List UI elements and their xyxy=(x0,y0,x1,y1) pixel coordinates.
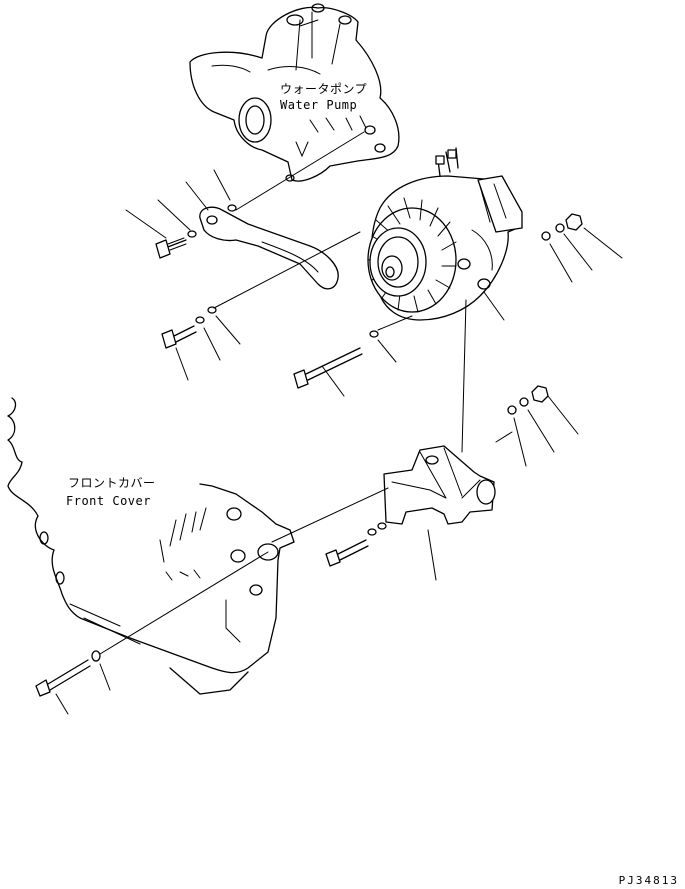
water-pump-part xyxy=(189,3,400,182)
bolt-middle-left xyxy=(161,325,197,349)
drawing-number: PJ34813 xyxy=(618,874,679,887)
alternator-part xyxy=(367,147,523,321)
callout-leaders xyxy=(55,169,623,715)
washer-long-bolt xyxy=(369,330,379,338)
assembly-lines xyxy=(99,131,513,655)
long-bolt xyxy=(293,347,363,389)
washer-bracket-2 xyxy=(377,522,387,530)
front-cover-label-jp: フロントカバー xyxy=(68,476,156,490)
mounting-bracket-part xyxy=(383,445,496,525)
cover-bolt xyxy=(35,659,91,697)
washer-upper-1 xyxy=(187,230,197,238)
water-pump-label-jp: ウォータポンプ xyxy=(280,82,368,96)
washer-bracket-1 xyxy=(367,528,377,536)
front-cover-part xyxy=(7,397,295,695)
alternator-nut-set xyxy=(541,213,583,241)
washer-cover xyxy=(91,650,101,662)
bracket-bolt xyxy=(325,539,369,567)
front-cover-label-en: Front Cover xyxy=(66,494,151,508)
water-pump-label-en: Water Pump xyxy=(280,98,358,112)
adjust-bracket-part xyxy=(199,206,339,290)
alternator-pulley xyxy=(369,227,427,297)
washer-middle-1 xyxy=(195,316,205,324)
bolt-upper-left xyxy=(155,237,187,259)
washer-upper-2 xyxy=(227,204,237,212)
